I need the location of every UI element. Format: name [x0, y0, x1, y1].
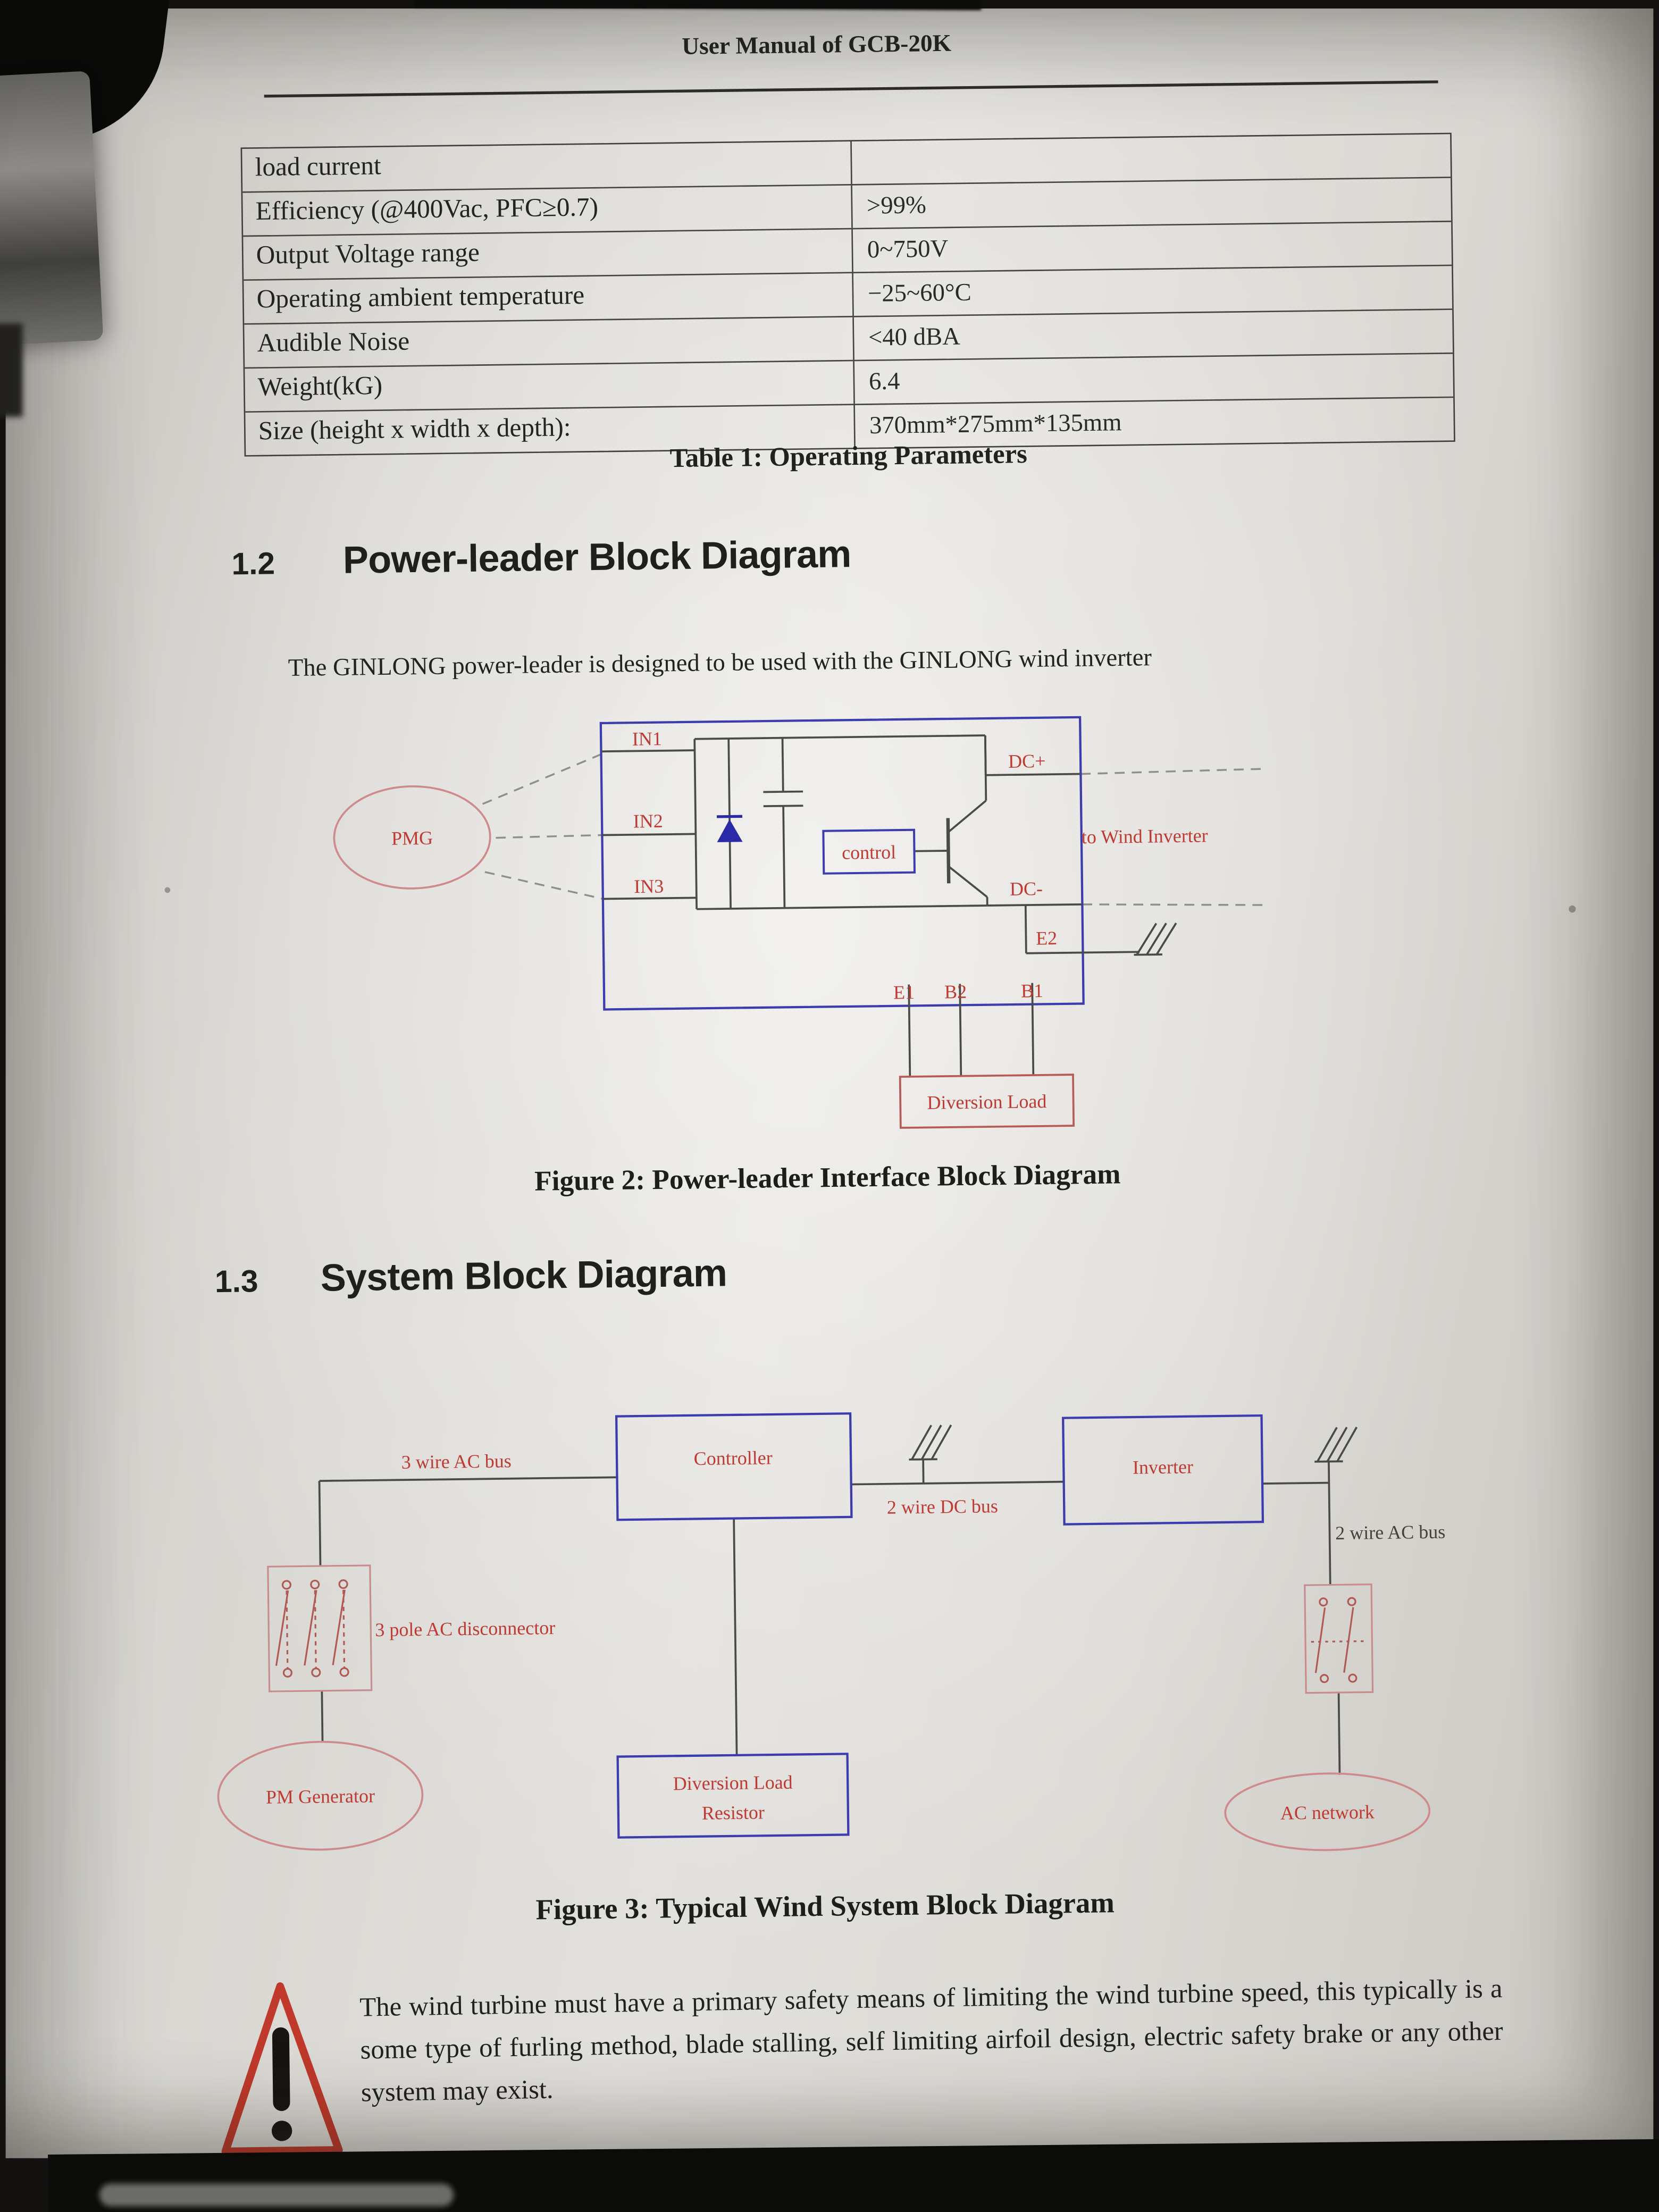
ac-bus-2wire-label: 2 wire AC bus — [1335, 1521, 1445, 1544]
diversion-load-resistor-box — [616, 1753, 850, 1839]
dc-minus-label: DC- — [1010, 878, 1043, 900]
ac-network-label: AC network — [1280, 1802, 1375, 1824]
in3-label: IN3 — [634, 875, 664, 897]
section-title: Power-leader Block Diagram — [342, 533, 851, 582]
table-param-value: 6.4 — [868, 366, 900, 395]
two-pole-switch — [1304, 1583, 1374, 1694]
table-param-label: Efficiency (@400Vac, PFC≥0.7) — [242, 185, 853, 236]
controller-label: Controller — [694, 1447, 773, 1469]
control-box — [822, 828, 916, 875]
diversion-load-label: Diversion Load — [927, 1091, 1046, 1113]
b2-label: B2 — [944, 981, 967, 1003]
section-1-3-heading: 1.3 System Block Diagram — [214, 1252, 727, 1302]
warning-triangle-icon — [221, 1982, 343, 2156]
b1-label: B1 — [1021, 980, 1044, 1002]
pencil-dot — [1569, 905, 1576, 913]
paper-sheet — [5, 9, 1654, 2158]
section-number: 1.2 — [231, 546, 275, 582]
table-param-label: Audible Noise — [244, 317, 854, 367]
page-header-title: User Manual of GCB-20K — [681, 29, 952, 60]
table-param-label: Output Voltage range — [243, 229, 853, 280]
header-rule — [264, 80, 1438, 98]
diode-symbol — [716, 815, 743, 842]
photo-bottom-highlight — [99, 2183, 454, 2207]
pencil-dot — [164, 887, 171, 893]
three-pole-disconnector — [267, 1564, 373, 1692]
system-wires — [318, 1459, 1341, 1775]
table-param-value: −25~60°C — [867, 277, 972, 307]
converter-box — [599, 716, 1085, 1011]
table-param-value: 0~750V — [867, 233, 949, 264]
table-param-value: <40 dBA — [868, 321, 961, 351]
dc-bus-2wire-label: 2 wire DC bus — [887, 1495, 998, 1518]
figure2-diagram: PMG — [333, 716, 1264, 1129]
inverter-label: Inverter — [1133, 1456, 1193, 1478]
e2-label: E2 — [1036, 927, 1057, 949]
section-number: 1.3 — [214, 1263, 258, 1300]
ground-icon — [1314, 1427, 1358, 1463]
e1-label: E1 — [893, 982, 915, 1003]
pmg-ellipse — [333, 785, 491, 890]
photo-edge-shadow — [0, 323, 23, 417]
dashed-wires — [482, 753, 1264, 906]
dc-plus-label: DC+ — [1008, 750, 1046, 772]
controller-box — [615, 1412, 853, 1521]
table-param-label: load current — [242, 141, 852, 192]
pmg-label: PMG — [391, 827, 433, 849]
section-title: System Block Diagram — [320, 1252, 727, 1300]
disconnector-label: 3 pole AC disconnector — [375, 1617, 555, 1640]
diversion-load-resistor-label2: Resistor — [702, 1802, 765, 1823]
to-wind-inverter-label: to Wind Inverter — [1082, 825, 1208, 848]
diversion-load-resistor-label1: Diversion Load — [673, 1772, 792, 1795]
ac-bus-3wire-label: 3 wire AC bus — [401, 1450, 512, 1473]
pm-generator-ellipse — [217, 1740, 424, 1851]
diversion-load-box — [899, 1074, 1075, 1129]
section-1-2-intro: The GINLONG power-leader is designed to … — [288, 642, 1152, 682]
inverter-box — [1062, 1414, 1264, 1526]
in1-label: IN1 — [632, 728, 662, 750]
pm-generator-label: PM Generator — [266, 1785, 375, 1808]
background-object — [0, 71, 104, 346]
figure3-diagram: Controller Inverter Diversion Load Resis… — [217, 1412, 1445, 1851]
table-param-label: Operating ambient temperature — [244, 273, 854, 324]
circuit-wires — [601, 734, 1140, 1077]
figure3-caption: Figure 3: Typical Wind System Block Diag… — [535, 1888, 1115, 1926]
warning-text: The wind turbine must have a primary saf… — [359, 1974, 1504, 2109]
ground-icon — [909, 1425, 952, 1461]
section-1-2-heading: 1.2 Power-leader Block Diagram — [231, 533, 851, 584]
control-label: control — [842, 841, 896, 863]
ac-network-ellipse — [1224, 1772, 1431, 1851]
table-param-value: >99% — [866, 190, 927, 220]
operating-parameters-table: load current Efficiency (@400Vac, PFC≥0.… — [240, 132, 1455, 457]
table-param-label: Weight(kG) — [245, 361, 855, 412]
in2-label: IN2 — [633, 810, 663, 832]
ground-icon — [1134, 923, 1177, 956]
table-param-value — [852, 134, 1451, 184]
